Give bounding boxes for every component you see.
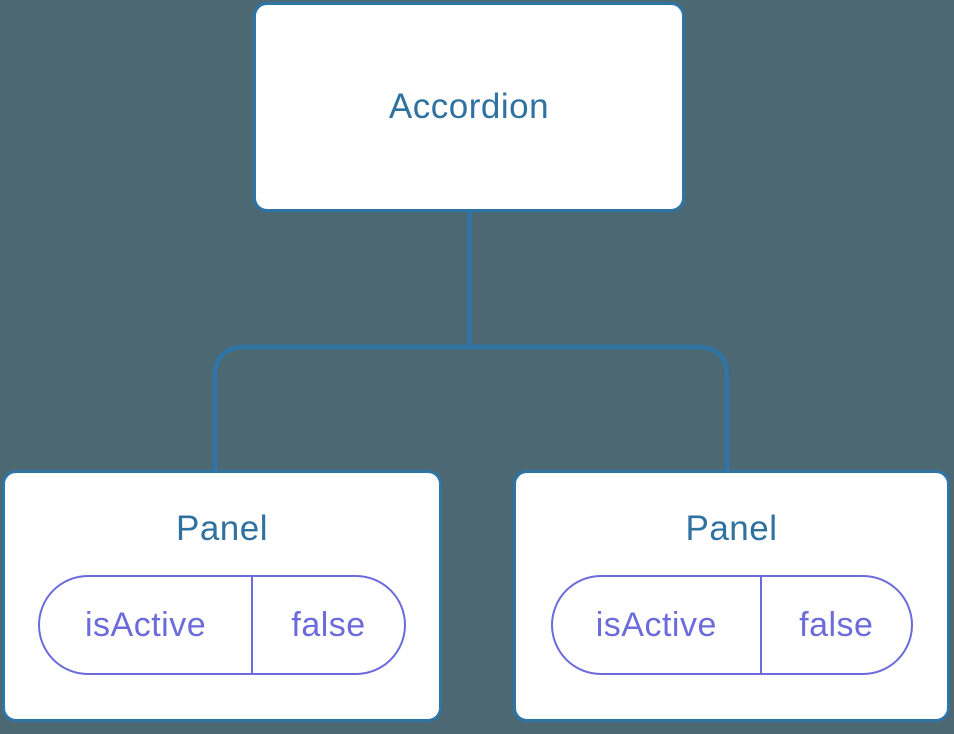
prop-name-cell: isActive [40, 577, 254, 673]
prop-value-cell: false [762, 577, 910, 673]
prop-name: isActive [84, 605, 207, 644]
prop-pill: isActive false [550, 575, 913, 675]
prop-pill: isActive false [38, 575, 406, 675]
panel-node-label: Panel [175, 509, 269, 548]
prop-value: false [291, 605, 366, 644]
node-accordion: Accordion [253, 2, 685, 212]
prop-name-cell: isActive [553, 577, 763, 673]
prop-value: false [799, 605, 874, 644]
accordion-node-label: Accordion [388, 87, 550, 126]
prop-name: isActive [595, 605, 717, 644]
panel-node-label: Panel [685, 509, 778, 548]
node-panel-left: Panel isActive false [2, 470, 442, 722]
node-panel-right: Panel isActive false [513, 470, 950, 722]
prop-value-cell: false [253, 577, 404, 673]
connector-bracket [212, 344, 730, 470]
